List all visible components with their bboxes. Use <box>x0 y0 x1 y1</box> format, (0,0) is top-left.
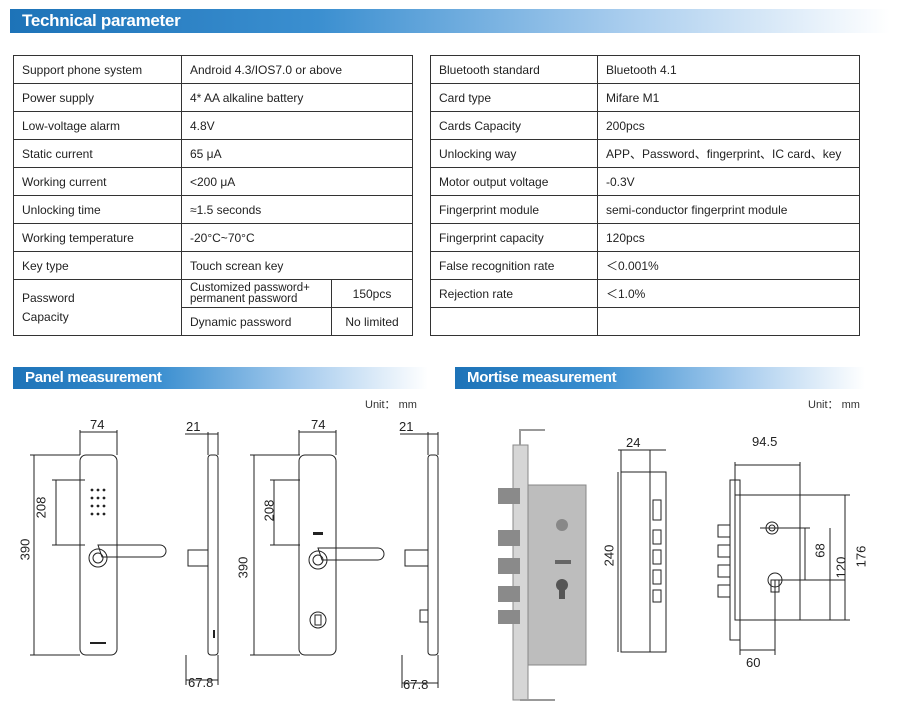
mortise-width-dim: 94.5 <box>752 434 778 449</box>
row-label: Fingerprint module <box>430 195 598 224</box>
mortise-measurement-banner: Mortise measurement <box>455 367 865 389</box>
row-label: Rejection rate <box>430 279 598 308</box>
mortise-backset-dim: 60 <box>746 655 761 670</box>
row-value: Touch screan key <box>181 251 413 280</box>
row-label: Cards Capacity <box>430 111 598 140</box>
row-label: Bluetooth standard <box>430 55 598 84</box>
panel-depth-dim: 21 <box>186 419 201 434</box>
keypad-height-dim: 208 <box>33 496 49 519</box>
mortise-thickness-dim: 24 <box>626 435 641 450</box>
row-value: 65 μA <box>181 139 413 168</box>
table-row: False recognition rate＜0.001% <box>430 251 860 280</box>
panel-depth-dim-2: 21 <box>399 419 414 434</box>
mortise-120-dim: 120 <box>833 556 849 579</box>
side-panel-1 <box>185 432 219 685</box>
row-label: Working temperature <box>13 223 182 252</box>
custom-password-label: Customized password+ permanent password <box>181 279 332 308</box>
row-label: False recognition rate <box>430 251 598 280</box>
row-value: ≈1.5 seconds <box>181 195 413 224</box>
keypad-height-dim-2: 208 <box>261 499 277 522</box>
front-panel-1 <box>30 430 167 656</box>
row-label: Power supply <box>13 83 182 112</box>
table-row: Rejection rate＜1.0% <box>430 279 860 308</box>
row-value: 200pcs <box>597 111 860 140</box>
row-value: ＜0.001% <box>597 251 860 280</box>
row-value: APP、Password、fingerprint、IC card、key <box>597 139 860 168</box>
row-label: Unlocking way <box>430 139 598 168</box>
table-row: Motor output voltage-0.3V <box>430 167 860 196</box>
mortise-length-dim: 240 <box>601 544 617 567</box>
dynamic-password-label: Dynamic password <box>181 307 332 336</box>
panel-height-dim-2: 390 <box>235 556 251 579</box>
capacity-label: Capacity <box>22 309 69 324</box>
handle-depth-dim: 67.8 <box>188 675 214 690</box>
row-label: Static current <box>13 139 182 168</box>
custom-password-value: 150pcs <box>331 279 413 308</box>
table-row: Working current<200 μA <box>13 167 413 196</box>
table-row <box>430 307 860 336</box>
front-panel-2 <box>250 430 385 656</box>
password-label: Password <box>22 290 75 305</box>
table-row: Password Capacity Customized password+ p… <box>13 279 413 336</box>
panel-width-dim-2: 74 <box>311 417 326 432</box>
row-value: 4.8V <box>181 111 413 140</box>
mortise-front-view <box>717 462 850 655</box>
panel-width-dim: 74 <box>90 417 105 432</box>
row-value: ＜1.0% <box>597 279 860 308</box>
mortise-photo <box>498 429 587 701</box>
row-value: -0.3V <box>597 167 860 196</box>
dynamic-password-value: No limited <box>331 307 413 336</box>
panel-unit-label: Unit： mm <box>365 399 417 411</box>
technical-parameter-banner: Technical parameter <box>10 9 890 33</box>
row-value: 4* AA alkaline battery <box>181 83 413 112</box>
table-row: Working temperature-20°C~70°C <box>13 223 413 252</box>
mortise-176-dim: 176 <box>853 545 869 568</box>
row-value: Bluetooth 4.1 <box>597 55 860 84</box>
row-value: -20°C~70°C <box>181 223 413 252</box>
row-label: Key type <box>13 251 182 280</box>
row-label: Unlocking time <box>13 195 182 224</box>
row-value: <200 μA <box>181 167 413 196</box>
row-value: Mifare M1 <box>597 83 860 112</box>
row-value: Android 4.3/IOS7.0 or above <box>181 55 413 84</box>
row-value: semi-conductor fingerprint module <box>597 195 860 224</box>
empty-cell <box>597 307 860 336</box>
row-label: Motor output voltage <box>430 167 598 196</box>
row-label: Support phone system <box>13 55 182 84</box>
table-row: Dynamic password No limited <box>14 307 413 336</box>
mortise-side-view <box>617 449 667 653</box>
panel-height-dim: 390 <box>17 538 33 561</box>
empty-cell <box>430 307 598 336</box>
row-label: Card type <box>430 83 598 112</box>
password-capacity-label: Password Capacity <box>13 279 182 336</box>
mortise-68-dim: 68 <box>812 543 828 558</box>
side-panel-2 <box>400 432 439 688</box>
handle-depth-dim-2: 67.8 <box>403 677 429 692</box>
row-label: Working current <box>13 167 182 196</box>
panel-drawing <box>30 430 439 688</box>
row-label: Low-voltage alarm <box>13 111 182 140</box>
table-row: Unlocking time≈1.5 seconds <box>13 195 413 224</box>
mortise-drawing <box>498 429 850 701</box>
row-label: Fingerprint capacity <box>430 223 598 252</box>
mortise-unit-label: Unit： mm <box>808 399 860 411</box>
row-value: 120pcs <box>597 223 860 252</box>
panel-measurement-banner: Panel measurement <box>13 367 428 389</box>
